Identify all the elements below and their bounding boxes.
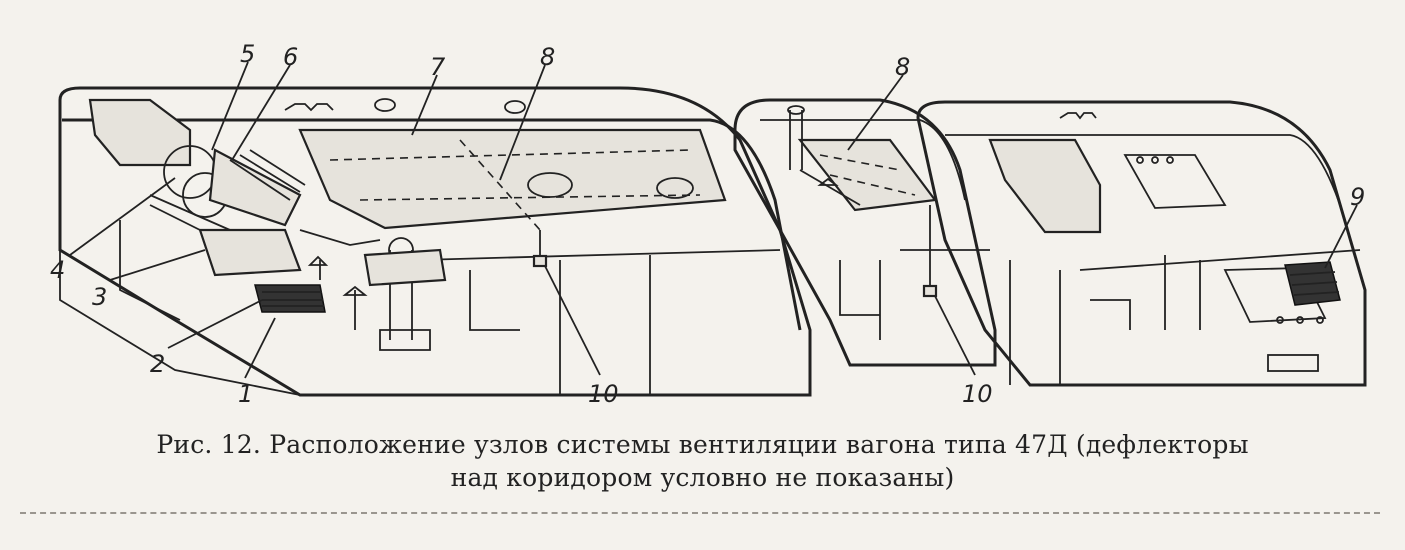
page-divider	[20, 512, 1380, 514]
callout-8-left: 8	[540, 43, 555, 71]
car-section-right	[916, 100, 1367, 387]
callouts: 5 6 7 8 8 4 3 2 1 10 10 9	[50, 40, 1365, 408]
car-section-middle	[733, 98, 997, 367]
callout-4: 4	[50, 256, 65, 284]
callout-8-middle: 8	[895, 53, 910, 81]
figure-caption: Рис. 12. Расположение узлов системы вент…	[0, 428, 1405, 494]
callout-1: 1	[238, 380, 253, 408]
callout-6: 6	[283, 43, 298, 71]
caption-line-1: Рис. 12. Расположение узлов системы вент…	[156, 430, 1249, 459]
callout-5: 5	[240, 40, 255, 68]
callout-7: 7	[430, 53, 446, 81]
callout-2: 2	[150, 350, 165, 378]
callout-9: 9	[1350, 183, 1365, 211]
callout-10-middle: 10	[962, 380, 993, 408]
callout-10-left: 10	[588, 380, 619, 408]
caption-line-2: над коридором условно не показаны)	[450, 463, 955, 492]
callout-3: 3	[92, 283, 107, 311]
leader-lines	[69, 61, 1358, 379]
car-section-left	[58, 86, 812, 397]
